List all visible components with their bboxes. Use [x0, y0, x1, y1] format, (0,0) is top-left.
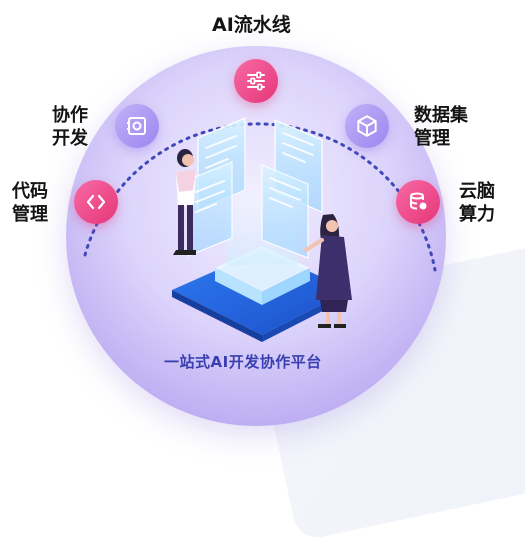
compute-label: 云脑 算力	[459, 180, 495, 226]
briefcase-icon	[127, 117, 146, 135]
dataset-mgmt-label: 数据集 管理	[414, 104, 468, 150]
pipeline-title: AI流水线	[212, 14, 291, 36]
floating-screens	[187, 117, 323, 259]
dataset-mgmt-label-line1: 数据集	[414, 105, 468, 126]
database-icon	[410, 192, 427, 210]
pipeline-node[interactable]	[234, 59, 278, 103]
platform-caption: 一站式AI开发协作平台	[164, 353, 322, 371]
code-brackets-icon	[86, 194, 106, 210]
sliders-icon	[247, 71, 265, 91]
compute-label-line1: 云脑	[459, 181, 495, 202]
collab-dev-label: 协作 开发	[52, 104, 88, 150]
collab-dev-label-line2: 开发	[52, 128, 88, 149]
person-right-illustration	[304, 214, 352, 328]
code-mgmt-label: 代码 管理	[12, 180, 48, 226]
collab-dev-node[interactable]	[115, 104, 159, 148]
compute-label-line2: 算力	[459, 204, 495, 225]
person-left-illustration	[173, 149, 196, 255]
dataset-mgmt-node[interactable]	[345, 104, 389, 148]
cube-icon	[357, 115, 377, 137]
platform-illustration	[172, 117, 352, 342]
collab-dev-label-line1: 协作	[52, 105, 88, 126]
code-mgmt-label-line2: 管理	[12, 204, 48, 225]
dataset-mgmt-label-line2: 管理	[414, 128, 450, 149]
code-mgmt-node[interactable]	[74, 180, 118, 224]
code-mgmt-label-line1: 代码	[12, 181, 48, 202]
compute-node[interactable]	[396, 180, 440, 224]
